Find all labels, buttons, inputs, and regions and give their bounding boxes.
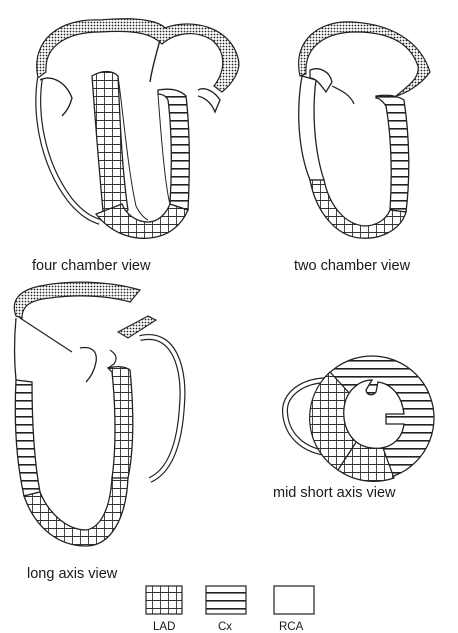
- two-chamber-atrium-wall: [299, 22, 430, 96]
- long-axis-septum-lad: [108, 367, 133, 478]
- long-axis-view: long axis view: [14, 282, 182, 582]
- long-axis-mitral-leaflet: [80, 348, 96, 382]
- two-chamber-inferior-rca: [299, 76, 324, 180]
- two-chamber-view: two chamber view: [294, 22, 430, 274]
- legend-label-rca: RCA: [279, 621, 304, 633]
- legend-swatch-lad: [146, 586, 182, 614]
- legend-label-cx: Cx: [218, 621, 232, 633]
- two-chamber-label: two chamber view: [294, 258, 411, 274]
- four-chamber-apex-lad: [96, 204, 188, 238]
- short-axis-label: mid short axis view: [273, 485, 396, 501]
- four-chamber-tricuspid-leaflet: [40, 78, 72, 116]
- legend-swatch-cx: [206, 586, 246, 614]
- four-chamber-septum-lad: [92, 72, 128, 223]
- long-axis-atrium-wall: [14, 282, 140, 318]
- four-chamber-mitral-leaflet: [198, 89, 220, 112]
- legend: LAD Cx RCA: [146, 586, 314, 633]
- four-chamber-view: four chamber view: [32, 19, 239, 274]
- four-chamber-atria-wall: [37, 19, 239, 92]
- long-axis-posterior-cx: [15, 380, 40, 496]
- legend-swatch-rca: [274, 586, 314, 614]
- legend-label-lad: LAD: [153, 621, 175, 633]
- two-chamber-anterior-cx: [376, 95, 409, 212]
- short-axis-view: mid short axis view: [273, 356, 434, 501]
- four-chamber-atrial-septum: [150, 40, 160, 82]
- long-axis-label: long axis view: [27, 566, 118, 582]
- four-chamber-label: four chamber view: [32, 258, 151, 274]
